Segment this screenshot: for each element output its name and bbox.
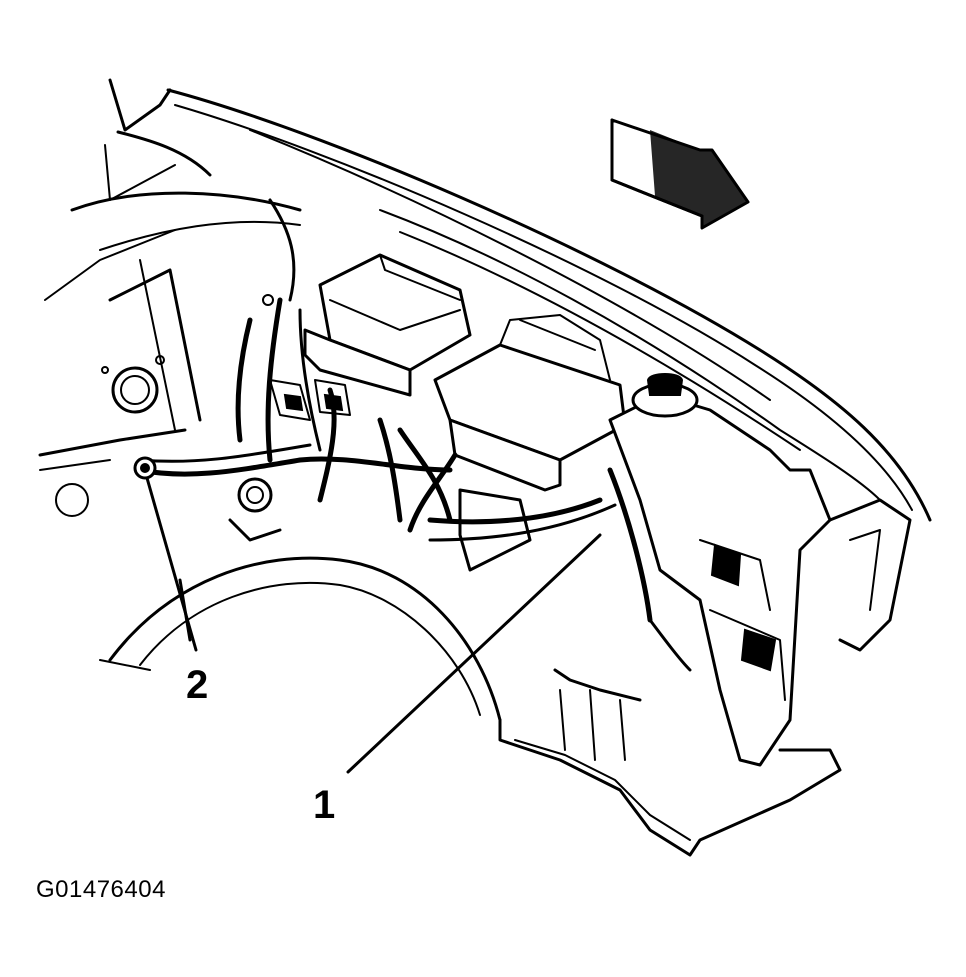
callout-2-leader <box>145 476 198 652</box>
front-direction-arrow-icon <box>610 118 750 230</box>
callout-1-leader <box>346 533 602 774</box>
figure-id: G01476404 <box>36 876 166 903</box>
wiring-harness <box>137 198 692 672</box>
cowl-structure <box>38 78 302 517</box>
fender-outline <box>166 88 932 522</box>
control-module <box>433 314 627 572</box>
front-fascia <box>828 498 912 652</box>
callout-2-label: 2 <box>186 663 208 707</box>
coolant-reservoir <box>608 373 832 767</box>
callout-1-label: 1 <box>313 783 335 827</box>
abs-module <box>303 253 472 397</box>
ground-stud <box>133 456 157 480</box>
